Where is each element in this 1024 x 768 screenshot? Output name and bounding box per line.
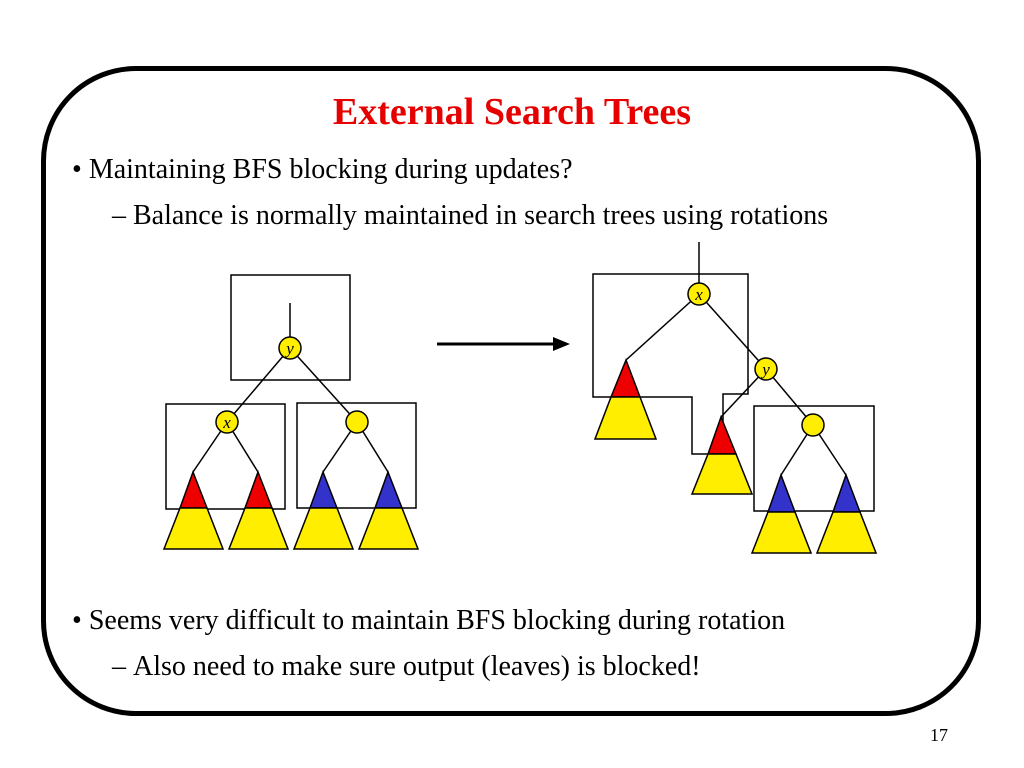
block-right — [753, 405, 875, 512]
node-x-after — [687, 282, 711, 306]
node-label: x — [694, 285, 703, 304]
sub-bullet-1: – Balance is normally maintained in sear… — [112, 198, 828, 234]
node-x-before — [215, 410, 239, 434]
bullet-marker: • — [72, 154, 82, 185]
tree-after-rotation: x y — [592, 242, 878, 554]
edge — [226, 347, 291, 423]
block-left — [165, 403, 286, 510]
red-subtree-top — [178, 469, 209, 509]
bullet-text: Maintaining BFS blocking during updates? — [88, 154, 573, 185]
yellow-subtree-base — [750, 511, 813, 554]
red-subtree-top — [609, 357, 642, 398]
sub-bullet-marker: – — [112, 651, 126, 682]
edge — [625, 293, 700, 361]
bullet-1: • Maintaining BFS blocking during update… — [72, 152, 573, 188]
bullet-text: Seems very difficult to maintain BFS blo… — [88, 605, 786, 636]
blue-subtree-top — [373, 469, 404, 509]
blue-subtree-top — [308, 469, 339, 509]
page-number: 17 — [930, 725, 948, 745]
block-right — [296, 402, 417, 509]
red-subtree-top — [706, 414, 738, 455]
bullet-2: • Seems very difficult to maintain BFS b… — [72, 603, 785, 639]
bullet-marker: • — [72, 605, 82, 636]
slide-title: External Search Trees — [332, 91, 692, 133]
tree-before-rotation: y x — [162, 274, 420, 550]
yellow-subtree-base — [227, 507, 290, 550]
yellow-subtree-base — [292, 507, 355, 550]
sub-bullet-marker: – — [112, 200, 126, 231]
node-unlabeled — [345, 410, 369, 434]
slide-frame — [41, 66, 981, 716]
yellow-subtree-base — [162, 507, 225, 550]
blue-subtree-top — [766, 472, 797, 513]
yellow-subtree-base — [690, 453, 754, 495]
edge — [765, 368, 814, 426]
node-unlabeled — [801, 413, 825, 437]
blue-subtree-top — [831, 472, 862, 513]
red-subtree-top — [243, 469, 274, 509]
rotation-arrow — [437, 337, 570, 351]
sub-bullet-text: Balance is normally maintained in search… — [133, 200, 829, 231]
sub-bullet-text: Also need to make sure output (leaves) i… — [133, 651, 701, 682]
sub-bullet-2: – Also need to make sure output (leaves)… — [112, 649, 701, 685]
yellow-subtree-base — [815, 511, 878, 554]
node-y-after — [754, 357, 778, 381]
block-root — [230, 274, 351, 381]
yellow-subtree-base — [357, 507, 420, 550]
node-label: y — [760, 360, 770, 379]
edge — [698, 293, 767, 370]
yellow-subtree-base — [593, 396, 658, 440]
node-y-before — [278, 336, 302, 360]
node-label: y — [284, 339, 294, 358]
node-label: x — [222, 413, 231, 432]
edge — [289, 347, 358, 423]
